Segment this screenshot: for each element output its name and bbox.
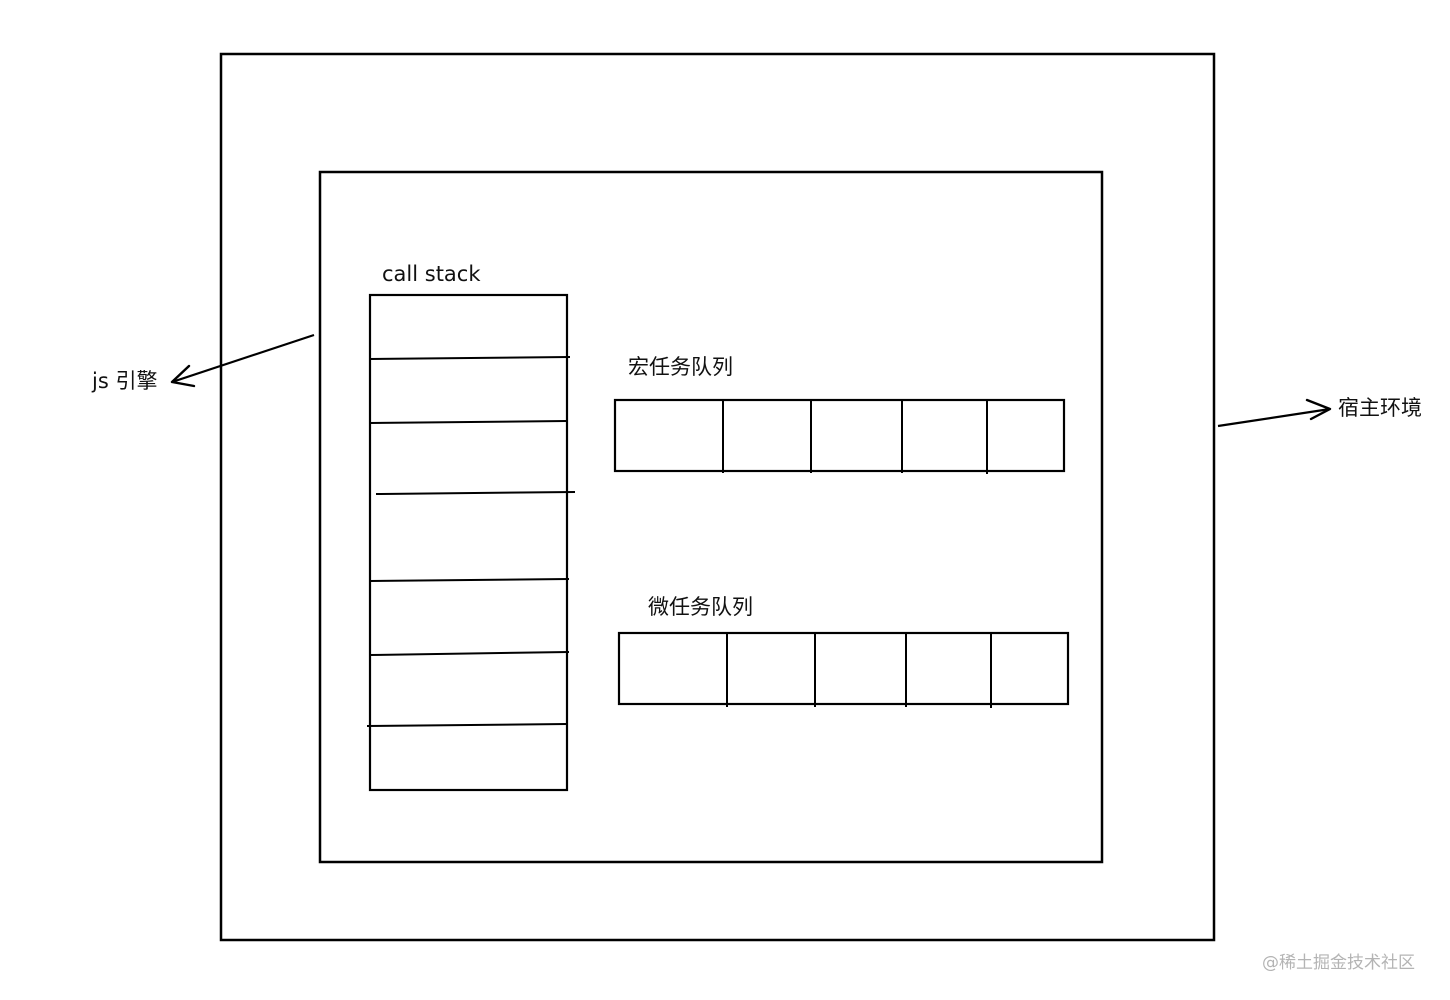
js-engine-box	[318, 170, 1104, 864]
call-stack-label: call stack	[382, 262, 481, 286]
call-stack-box	[368, 293, 569, 792]
call-stack	[366, 293, 576, 792]
call-stack-divider	[369, 578, 570, 582]
micro-queue-box	[617, 631, 1070, 706]
js-engine-arrow	[170, 333, 315, 388]
macro-queue-box	[613, 398, 1066, 473]
call-stack-divider	[369, 356, 571, 360]
js-engine-label: js 引擎	[92, 369, 158, 393]
micro-task-queue-label: 微任务队列	[648, 595, 753, 619]
macro-task-queue-label: 宏任务队列	[628, 355, 733, 379]
micro-task-queue	[617, 631, 1070, 708]
host-environment-arrow	[1217, 398, 1332, 428]
macro-task-queue	[613, 398, 1066, 474]
watermark: @稀土掘金技术社区	[1262, 953, 1415, 973]
host-environment-box	[219, 52, 1216, 942]
call-stack-divider	[375, 491, 576, 495]
host-environment-label: 宿主环境	[1338, 396, 1422, 420]
call-stack-divider	[369, 420, 568, 424]
call-stack-divider	[369, 651, 570, 656]
call-stack-divider	[366, 723, 568, 727]
